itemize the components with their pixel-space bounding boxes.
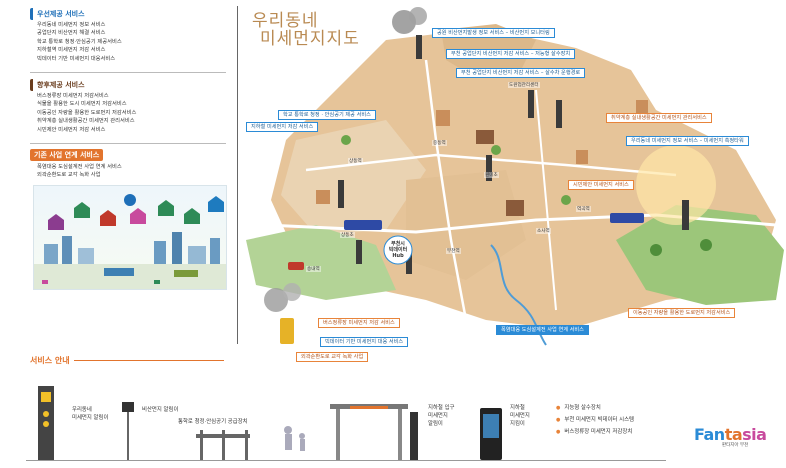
callout-subway: 지하철 미세먼지 저감 서비스 [246,122,319,132]
linked-projects-infographic [33,185,227,290]
ground-line [26,460,666,461]
map-title: 우리동네 미세먼지지도 [252,11,360,49]
place-label: 송내역 [306,266,321,272]
callout-big-data: 빅데이터 기반 미세먼지 대응 서비스 [320,337,409,347]
list-item: 버스정류장 미세먼지 저감서비스 [37,93,109,99]
callout-dust-monitoring: 공원 비산먼지발생 정보 서비스 – 비산먼지 모니터링 [432,28,555,38]
service-guide-illustrations [38,386,502,460]
callout-bus-stop: 버스정류장 미세먼지 저감 서비스 [318,318,400,328]
callout-sprinkler-truck: 부천 공업단지 비산먼지 저감 서비스 – 살수차 운행경로 [456,68,586,78]
fantasia-logo: Fantasia 판타지아 부천 [694,425,767,448]
device-list: 지능형 살수장치 부천 미세먼지 빅데이터 시스템 버스정류장 미세먼지 저감장… [556,402,634,438]
service-guide-title: 서비스 안내 [30,355,224,366]
list-item: 시민제안 미세먼지 저감 서비스 [37,126,106,133]
place-label: 중동역 [432,140,447,146]
list-item: 폭염대응 도심설계전 사업 연계 서비스 [37,164,122,170]
dust-map: 공원 비산먼지발생 정보 서비스 – 비산먼지 모니터링 부천 공업단지 비산먼… [236,0,786,352]
list-item: 식물을 활용한 도시 미세먼지 저감서비스 [37,101,127,108]
subway-entrance-label: 지하철 입구 미세먼지 알림이 [428,405,455,427]
kiosk-label: 지하철 미세먼지 지킴이 [510,405,530,427]
place-label: 원미초 [484,172,499,178]
service-list-panel: 우선제공 서비스 우리동네 미세먼지 정보 서비스 공업단지 비산먼지 해결 서… [0,0,236,350]
callout-neighborhood-info: 우리동네 미세먼지 정보 서비스 – 미세먼지 측정타워 [626,136,749,146]
map-illustration [246,7,784,346]
city-infographic-illustration [34,194,226,289]
linked-projects-list: 폭염대응 도심설계전 사업 연계 서비스 외곽순환도로 교각 녹화 사업 [37,163,122,180]
list-item: 우리동네 미세먼지 정보 서비스 [37,22,106,28]
callout-vulnerable-indoor: 취약계층 실내생활공간 미세먼지 관리서비스 [606,113,712,123]
place-label: 소사역 [536,228,551,234]
callout-school-route: 학교 통학로 청정 · 안심공기 제공 서비스 [278,110,376,120]
expansion-services-list: 버스정류장 미세먼지 저감서비스 식물을 활용한 도시 미세먼지 저감서비스 이… [37,92,136,134]
linked-projects-title: 기존 사업 연계 서비스 [30,149,104,161]
list-item: 외곽순환도로 교각 녹화 사업 [37,172,101,179]
sign-label: 비산먼지 알림이 [142,407,179,413]
callout-heat-response: 폭염대응 도심설계전 사업 연계 서비스 [496,325,589,335]
list-item: 지능형 살수장치 [556,402,634,414]
list-item: 학교 통학로 청정·안심공기 제공서비스 [37,38,122,45]
place-label: 상동초 [340,232,355,238]
callout-road-dust: 이동공인 자량을 활용한 도로먼지 저감서비스 [628,308,736,318]
place-label: 도원업관리센터 [508,82,540,88]
list-item: 빅데이터 기반 미세먼지 대응서비스 [37,55,116,62]
list-item: 버스정류장 미세먼지 저감장치 [556,426,634,438]
divider [30,72,226,73]
logo-wordmark: Fantasia [694,425,767,444]
priority-services-list: 우리동네 미세먼지 정보 서비스 공업단지 비산먼지 해결 서비스 학교 통학로… [37,21,122,63]
list-item: 부천 미세먼지 빅데이터 시스템 [556,414,634,426]
gate-label: 통학로 청정·안심공기 공급장치 [178,419,248,425]
big-data-hub: 부천시 빅데이터 Hub [388,241,408,259]
expansion-services-title: 향후제공 서비스 [30,79,89,91]
place-label: 역곡역 [576,206,591,212]
place-label: 부천역 [446,248,461,254]
dust-sign-illustration [122,402,134,412]
list-item: 취약계층 실내생활공간 미세먼지 관리서비스 [37,118,135,125]
list-item: 지하철역 미세먼지 저감 서비스 [37,47,106,54]
callout-sprinkler: 부천 공업단지 비산먼지 저감 서비스 – 저능형 살수장치 [446,49,576,59]
list-item: 공업단지 비산먼지 해결 서비스 [37,30,106,37]
priority-services-title: 우선제공 서비스 [30,8,89,20]
callout-citizen-proposal: 시민제안 미세먼지 서비스 [568,180,634,190]
callout-ring-road-greening: 외곽순환도로 교각 녹화 사업 [296,352,369,362]
tower-label: 우리동네 미세먼지 알림이 [72,407,109,421]
panel-divider [237,6,238,344]
service-guide: 서비스 안내 우리동네 미세먼지 알림이 비산먼지 알림이 통학로 청정·안심공 [0,352,786,468]
list-item: 이동공인 자량을 활용한 도로먼지 저감서비스 [37,109,137,116]
place-label: 상동역 [348,158,363,164]
divider [30,143,226,144]
